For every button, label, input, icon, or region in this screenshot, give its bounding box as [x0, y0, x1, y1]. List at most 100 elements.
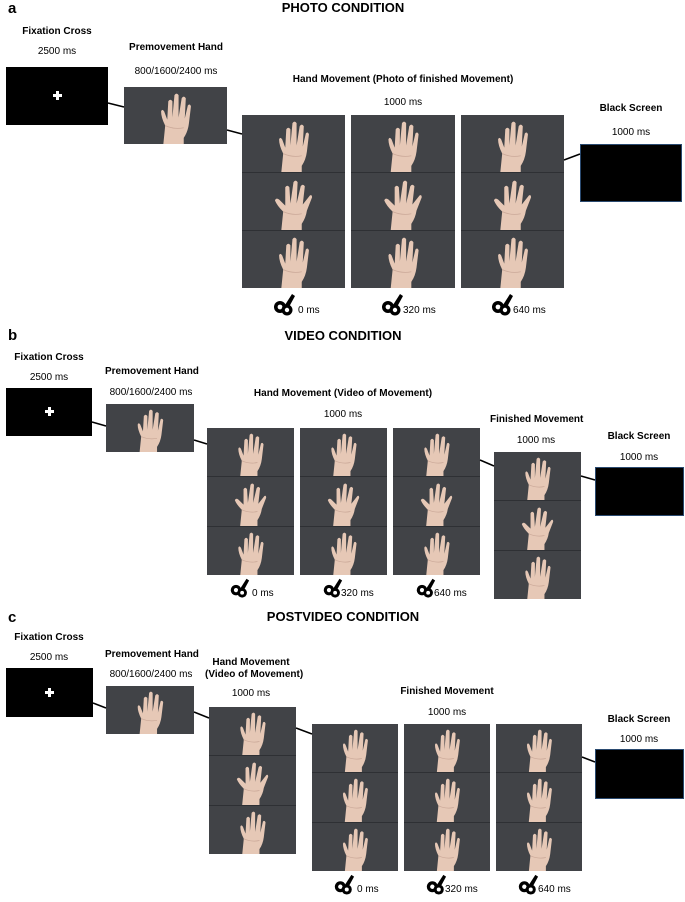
connector-line	[193, 711, 210, 719]
panel-title: VIDEO CONDITION	[284, 328, 402, 343]
fixation-duration: 2500 ms	[37, 46, 77, 57]
panel-letter: c	[8, 609, 17, 626]
movement-duration: 1000 ms	[383, 97, 423, 108]
fixation-label: Fixation Cross	[14, 352, 84, 363]
hand-frame	[209, 707, 296, 756]
black-screen	[595, 467, 684, 516]
timing-label: 640 ms	[538, 884, 571, 895]
movement-sequence	[209, 707, 296, 854]
premovement-duration: 800/1600/2400 ms	[109, 387, 193, 398]
fixation-duration: 2500 ms	[29, 372, 69, 383]
hand-frame	[242, 115, 345, 172]
hand-frame	[404, 821, 490, 871]
timing-label: 320 ms	[445, 884, 478, 895]
finished-movement-sequence-3	[496, 724, 582, 871]
movement-sequence-1	[242, 115, 345, 288]
black-screen-label: Black Screen	[607, 714, 671, 725]
hand-frame	[209, 804, 296, 854]
hand-frame	[300, 428, 387, 477]
hand-frame	[494, 452, 581, 501]
finished-movement-duration: 1000 ms	[516, 435, 556, 446]
hand-frame	[404, 772, 490, 822]
movement-label: Hand Movement (Video of Movement)	[253, 388, 433, 399]
fixation-cross-icon	[45, 407, 54, 416]
hand-frame	[494, 549, 581, 599]
connector-line	[193, 439, 208, 445]
connector-line	[92, 702, 107, 709]
movement-label-line1: Hand Movement	[212, 657, 290, 668]
hand-frame	[496, 821, 582, 871]
premovement-duration: 800/1600/2400 ms	[109, 669, 193, 680]
fixation-cross-icon	[45, 688, 54, 697]
hand-frame	[207, 476, 294, 526]
hand-frame	[209, 755, 296, 805]
connector-line	[91, 421, 107, 427]
stopwatch-clock-icon	[334, 874, 355, 895]
movement-sequence-2	[351, 115, 455, 288]
connector-line	[563, 153, 581, 161]
stopwatch-clock-icon	[518, 874, 539, 895]
hand-frame	[300, 525, 387, 575]
fixation-cross-icon	[53, 91, 62, 100]
premovement-duration: 800/1600/2400 ms	[134, 66, 218, 77]
hand-frame	[312, 724, 398, 773]
connector-line	[226, 129, 243, 135]
stopwatch-clock-icon	[492, 294, 513, 316]
stopwatch-clock-icon	[230, 578, 250, 598]
movement-duration: 1000 ms	[231, 688, 271, 699]
movement-label: Hand Movement (Photo of finished Movemen…	[292, 74, 514, 85]
timing-label: 0 ms	[252, 588, 274, 599]
timing-label: 0 ms	[357, 884, 379, 895]
stopwatch-clock-icon	[323, 578, 343, 598]
hand-frame	[351, 172, 455, 230]
hand-frame	[461, 230, 564, 288]
hand-frame	[393, 428, 480, 477]
fixation-screen	[6, 388, 92, 436]
panel-letter: a	[8, 0, 17, 17]
timing-label: 320 ms	[341, 588, 374, 599]
movement-sequence-2	[300, 428, 387, 575]
finished-movement-sequence-2	[404, 724, 490, 871]
black-screen	[580, 144, 682, 202]
hand-frame	[494, 500, 581, 550]
premovement-label: Premovement Hand	[105, 649, 199, 660]
finished-movement-label: Finished Movement	[400, 686, 494, 697]
premovement-label: Premovement Hand	[105, 366, 199, 377]
hand-frame	[242, 172, 345, 230]
connector-line	[295, 727, 313, 735]
hand-frame	[351, 230, 455, 288]
hand-frame	[300, 476, 387, 526]
finished-movement-label: Finished Movement	[490, 414, 584, 425]
black-screen-duration: 1000 ms	[611, 127, 651, 138]
stopwatch-clock-icon	[426, 874, 447, 895]
connector-line	[479, 459, 495, 467]
premovement-photo	[106, 404, 194, 452]
fixation-duration: 2500 ms	[29, 652, 69, 663]
timing-label: 0 ms	[298, 305, 320, 316]
fixation-label: Fixation Cross	[22, 26, 92, 37]
fixation-label: Fixation Cross	[14, 632, 84, 643]
timing-label: 640 ms	[513, 305, 546, 316]
premovement-photo	[106, 686, 194, 734]
hand-frame	[461, 115, 564, 172]
connector-line	[580, 475, 596, 481]
hand-frame	[207, 428, 294, 477]
hand-frame	[393, 476, 480, 526]
black-screen-label: Black Screen	[607, 431, 671, 442]
hand-frame	[312, 772, 398, 822]
stopwatch-clock-icon	[274, 294, 295, 316]
stopwatch-clock-icon	[382, 294, 403, 316]
black-screen	[595, 749, 684, 799]
timing-label: 320 ms	[403, 305, 436, 316]
hand-frame	[461, 172, 564, 230]
hand-frame	[393, 525, 480, 575]
stopwatch-clock-icon	[416, 578, 436, 598]
connector-line	[107, 102, 125, 108]
black-screen-label: Black Screen	[599, 103, 663, 114]
panel-title: PHOTO CONDITION	[281, 0, 405, 15]
movement-duration: 1000 ms	[323, 409, 363, 420]
black-screen-duration: 1000 ms	[619, 452, 659, 463]
movement-sequence-3	[393, 428, 480, 575]
fixation-screen	[6, 668, 93, 717]
premovement-label: Premovement Hand	[129, 42, 223, 53]
